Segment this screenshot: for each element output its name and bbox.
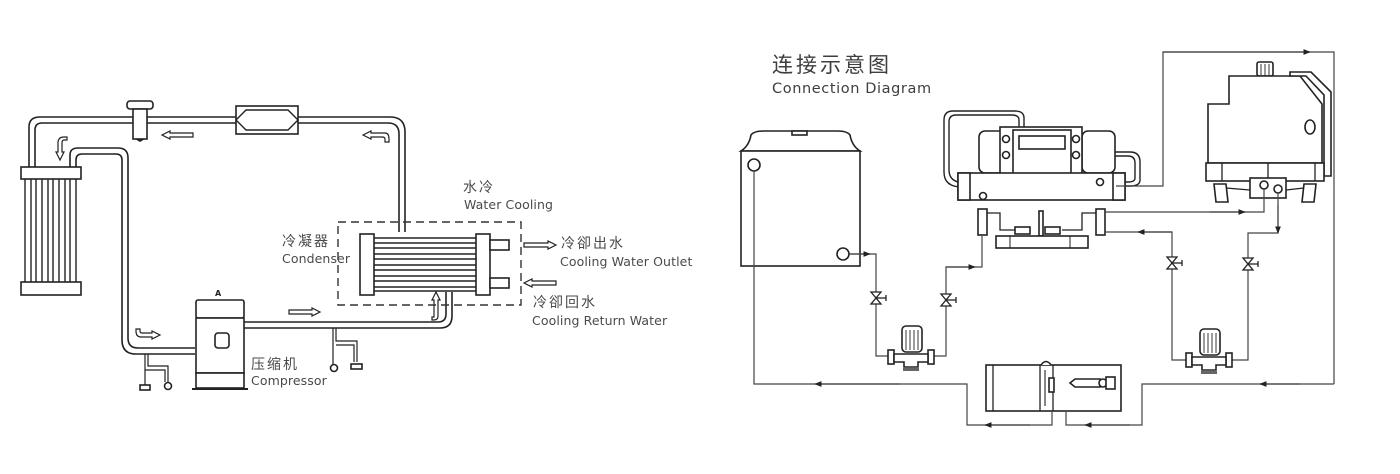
expansion-valve bbox=[235, 105, 299, 135]
water-cooling-boundary bbox=[337, 221, 522, 306]
process-unit bbox=[985, 360, 1122, 412]
refrigerant-pipe-discharge bbox=[243, 292, 453, 329]
return-line-right bbox=[1065, 383, 1334, 426]
connection-diagram-title-cn: 连接示意图 bbox=[772, 53, 892, 77]
condenser-label-cn: 冷凝器 bbox=[282, 234, 330, 250]
cooling-water-outlet-label-cn: 冷卻出水 bbox=[561, 236, 625, 252]
chiller-out-line bbox=[1105, 231, 1186, 361]
condenser-label-en: Condenser bbox=[282, 251, 351, 266]
refrigerant-pipe-top bbox=[28, 116, 406, 232]
water-lines bbox=[753, 49, 1335, 428]
cooling-return-water-label-cn: 冷卻回水 bbox=[533, 295, 597, 311]
compressor-label-en: Compressor bbox=[251, 373, 327, 388]
connection-diagram bbox=[738, 49, 1335, 428]
flow-arrow-right bbox=[288, 307, 322, 317]
circulation-pump-2 bbox=[1185, 328, 1233, 374]
supply-line-chiller bbox=[934, 236, 983, 357]
cooling-tower bbox=[1205, 61, 1332, 203]
pressure-gauge-low bbox=[139, 354, 173, 391]
flow-arrows bbox=[55, 130, 441, 340]
water-tank bbox=[738, 130, 863, 267]
cooling-water-outlet-label-en: Cooling Water Outlet bbox=[560, 254, 693, 269]
compressor-badge: A bbox=[215, 289, 222, 298]
filter-drier bbox=[126, 100, 154, 142]
compressor-label-cn: 压缩机 bbox=[251, 357, 299, 373]
valve-3 bbox=[1165, 256, 1183, 270]
flow-arrow-left bbox=[160, 130, 194, 140]
connection-diagram-title-en: Connection Diagram bbox=[772, 81, 932, 97]
circulation-pump-1 bbox=[887, 325, 935, 371]
return-line-tank bbox=[753, 171, 1053, 426]
pressure-gauge-high bbox=[329, 328, 363, 373]
condenser bbox=[337, 221, 558, 306]
flow-arrow-curve-top-right bbox=[361, 130, 390, 143]
flow-arrow-curve-up bbox=[431, 290, 441, 321]
supply-line-tank bbox=[849, 253, 888, 357]
tower-return-line bbox=[1105, 189, 1265, 213]
refrigeration-cycle bbox=[20, 100, 558, 391]
water-chiller bbox=[943, 110, 1141, 249]
evaporator bbox=[20, 166, 82, 296]
water-cooling-label-en: Water Cooling bbox=[464, 197, 554, 212]
cooling-return-water-label-en: Cooling Return Water bbox=[532, 313, 668, 328]
compressor bbox=[192, 299, 248, 390]
valve-1 bbox=[869, 291, 887, 305]
gate-valves bbox=[869, 256, 1259, 307]
flow-arrow-curve-right bbox=[135, 328, 162, 340]
water-cooling-label-cn: 水冷 bbox=[463, 180, 495, 196]
valve-2 bbox=[939, 293, 957, 307]
cooling-water-outlet-arrow bbox=[523, 240, 558, 250]
valve-4 bbox=[1241, 257, 1259, 271]
refrigerant-pipe-suction bbox=[69, 147, 195, 355]
flow-arrow-curve-down bbox=[55, 136, 68, 162]
tower-out-line bbox=[1232, 193, 1279, 361]
cooling-return-water-arrow bbox=[522, 278, 557, 288]
